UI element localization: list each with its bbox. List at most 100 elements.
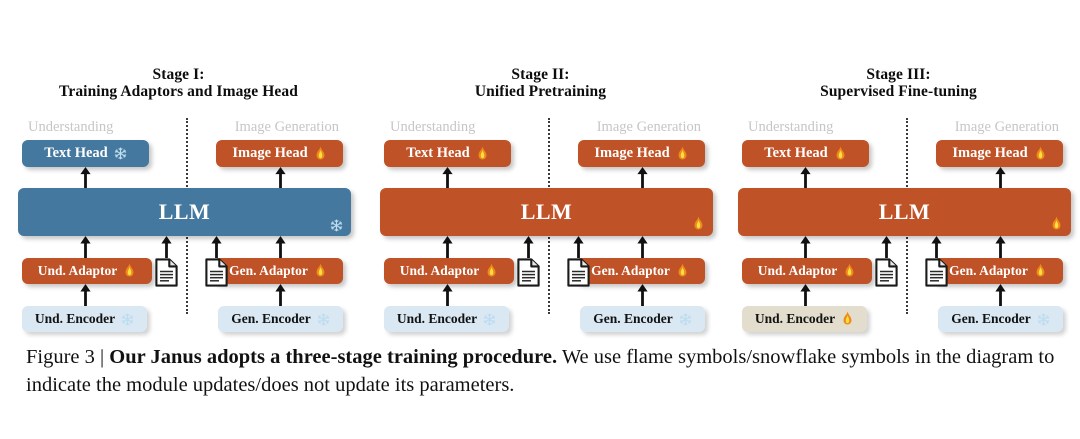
stage-2-llm-box[interactable]: LLM <box>380 188 713 236</box>
stage-2-llm-label: LLM <box>520 199 573 224</box>
arrow-up-icon <box>881 236 892 258</box>
stage-2-und-adaptor-label: Und. Adaptor <box>399 263 480 278</box>
stage-3-gen-encoder-box[interactable]: Gen. Encoder <box>938 306 1063 332</box>
stage-2-label-image-generation: Image Generation <box>596 119 701 135</box>
caption-rest: We use flame symbols/snowflake symbols i… <box>26 346 1055 396</box>
stage-2-gen-encoder-label: Gen. Encoder <box>593 311 673 326</box>
stage-1-und-encoder-label: Und. Encoder <box>34 311 116 326</box>
stage-1-und-adaptor-box[interactable]: Und. Adaptor <box>22 258 152 284</box>
arrow-up-icon <box>800 167 811 188</box>
snowflake-icon <box>317 313 330 326</box>
document-icon <box>155 258 178 287</box>
stage-3-gen-encoder-label: Gen. Encoder <box>951 311 1031 326</box>
flame-icon <box>841 311 854 327</box>
stage-1-label-understanding: Understanding <box>28 119 114 135</box>
stage-1-gen-adaptor-label: Gen. Adaptor <box>229 263 308 278</box>
stage-3-label-understanding: Understanding <box>748 119 834 135</box>
document-icon <box>205 258 228 287</box>
stage-2-und-adaptor-box[interactable]: Und. Adaptor <box>384 258 514 284</box>
stage-1-gen-encoder-box[interactable]: Gen. Encoder <box>218 306 343 332</box>
stage-3-image-head-box[interactable]: Image Head <box>936 140 1063 167</box>
stage-3-und-adaptor-label: Und. Adaptor <box>757 263 838 278</box>
stage-2-text-head-label: Text Head <box>406 145 470 161</box>
stage-3-label-image-generation: Image Generation <box>954 119 1059 135</box>
stage-2-title: Stage II: Unified Pretraining <box>368 66 713 100</box>
flame-icon <box>314 263 327 279</box>
stage-3-llm-label: LLM <box>878 199 931 224</box>
stage-1-label-image-generation: Image Generation <box>234 119 339 135</box>
stage-3-llm-box[interactable]: LLM <box>738 188 1071 236</box>
flame-icon <box>676 146 689 162</box>
stage-3-text-head-label: Text Head <box>764 145 828 161</box>
flame-icon <box>843 263 856 279</box>
document-icon <box>517 258 540 287</box>
stage-2-image-head-box[interactable]: Image Head <box>578 140 705 167</box>
stage-3-text-head-box[interactable]: Text Head <box>742 140 869 167</box>
snowflake-icon <box>1037 313 1050 326</box>
document-icon <box>925 258 948 287</box>
snowflake-icon <box>679 313 692 326</box>
flame-icon <box>1034 263 1047 279</box>
stage-1-image-head-label: Image Head <box>232 145 308 161</box>
stage-3-gen-adaptor-box[interactable]: Gen. Adaptor <box>933 258 1063 284</box>
stage-2-gen-encoder-box[interactable]: Gen. Encoder <box>580 306 705 332</box>
stage-2-und-encoder-box[interactable]: Und. Encoder <box>384 306 509 332</box>
arrow-up-icon <box>442 167 453 188</box>
arrow-up-icon <box>80 167 91 188</box>
stage-1-und-encoder-box[interactable]: Und. Encoder <box>22 306 147 332</box>
stage-3-column: Stage III: Supervised Fine-tuning Unders… <box>726 66 1071 332</box>
stage-3-und-adaptor-box[interactable]: Und. Adaptor <box>742 258 872 284</box>
figure-caption: Figure 3 | Our Janus adopts a three-stag… <box>26 343 1056 399</box>
stage-2-gen-adaptor-label: Gen. Adaptor <box>591 263 670 278</box>
caption-prefix: Figure 3 | <box>26 346 110 368</box>
snowflake-icon <box>483 313 496 326</box>
arrow-up-icon <box>800 284 811 306</box>
arrow-up-icon <box>80 236 91 258</box>
arrow-up-icon <box>637 236 648 258</box>
arrow-up-icon <box>275 284 286 306</box>
flame-icon <box>123 263 136 279</box>
arrow-up-icon <box>275 167 286 188</box>
stage-1-und-adaptor-label: Und. Adaptor <box>37 263 118 278</box>
snowflake-icon <box>330 219 343 232</box>
stage-1-llm-box[interactable]: LLM <box>18 188 351 236</box>
arrow-up-icon <box>637 167 648 188</box>
stage-3-gen-adaptor-label: Gen. Adaptor <box>949 263 1028 278</box>
document-icon <box>567 258 590 287</box>
arrow-up-icon <box>995 236 1006 258</box>
arrow-up-icon <box>211 236 222 258</box>
stage-2-gen-adaptor-box[interactable]: Gen. Adaptor <box>575 258 705 284</box>
stage-2-title-line1: Stage II: <box>511 66 570 83</box>
flame-icon <box>476 146 489 162</box>
stage-1-title-line1: Stage I: <box>152 66 205 83</box>
arrow-up-icon <box>275 236 286 258</box>
arrow-up-icon <box>442 284 453 306</box>
arrow-up-icon <box>995 284 1006 306</box>
stage-1-text-head-box[interactable]: Text Head <box>22 140 149 167</box>
arrow-up-icon <box>442 236 453 258</box>
stage-2-und-encoder-label: Und. Encoder <box>396 311 478 326</box>
stage-2-text-head-box[interactable]: Text Head <box>384 140 511 167</box>
arrow-up-icon <box>80 284 91 306</box>
flame-icon <box>314 146 327 162</box>
stage-2-column: Stage II: Unified Pretraining Understand… <box>368 66 713 332</box>
flame-icon <box>692 216 705 232</box>
arrow-up-icon <box>637 284 648 306</box>
flame-icon <box>485 263 498 279</box>
stage-3-und-encoder-label: Und. Encoder <box>754 311 836 326</box>
arrow-up-icon <box>931 236 942 258</box>
stage-1-image-head-box[interactable]: Image Head <box>216 140 343 167</box>
stage-1-gen-encoder-label: Gen. Encoder <box>231 311 311 326</box>
flame-icon <box>676 263 689 279</box>
stage-1-llm-label: LLM <box>158 199 211 224</box>
arrow-up-icon <box>161 236 172 258</box>
stage-1-gen-adaptor-box[interactable]: Gen. Adaptor <box>213 258 343 284</box>
stage-1-text-head-label: Text Head <box>44 145 108 161</box>
flame-icon <box>834 146 847 162</box>
stage-3-und-encoder-box[interactable]: Und. Encoder <box>742 306 867 332</box>
arrow-up-icon <box>573 236 584 258</box>
stage-1-title: Stage I: Training Adaptors and Image Hea… <box>6 66 351 100</box>
stage-1-column: Stage I: Training Adaptors and Image Hea… <box>6 66 351 332</box>
arrow-up-icon <box>800 236 811 258</box>
arrow-up-icon <box>995 167 1006 188</box>
